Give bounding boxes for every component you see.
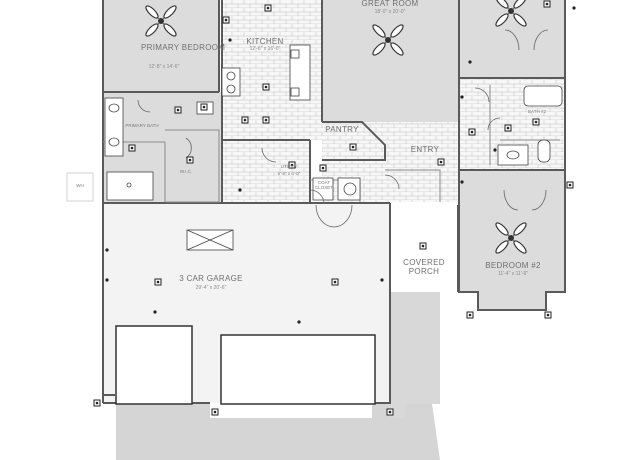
entry-label: ENTRY bbox=[410, 145, 440, 154]
garage-size: 29'-4" x 20'-6" bbox=[195, 285, 227, 291]
utility-floor bbox=[222, 140, 310, 202]
great-room-size: 18'-0" x 20'-0" bbox=[374, 9, 406, 15]
bathtub bbox=[523, 85, 563, 107]
bedroom2-label: BEDROOM #2 bbox=[485, 261, 541, 270]
toilet bbox=[537, 139, 551, 163]
primary-bath-label: PRIMARY BATH bbox=[125, 123, 159, 128]
kitchen-size: 12'-6" x 16'-0" bbox=[249, 46, 281, 52]
great-room-floor bbox=[322, 0, 459, 122]
great-room-label: GREAT ROOM bbox=[361, 0, 419, 8]
primary-bedroom-floor bbox=[103, 0, 219, 92]
side-box bbox=[66, 172, 94, 202]
coat-closet-label: COAT CLOSET bbox=[314, 180, 333, 190]
bath2-label: BATH #2 bbox=[528, 109, 546, 114]
wic-label: W.I.C. bbox=[179, 169, 193, 174]
range bbox=[289, 44, 311, 101]
washer-dryer bbox=[312, 177, 334, 201]
utility-label: UTILITY bbox=[280, 164, 298, 169]
garage-doors bbox=[115, 325, 376, 405]
primary-bedroom-size: 12'-8" x 14'-6" bbox=[148, 64, 180, 70]
doors bbox=[137, 29, 549, 228]
kitchen-sink bbox=[221, 67, 241, 97]
bedroom2-floor bbox=[459, 170, 565, 292]
primary-bedroom-label: PRIMARY BEDROOM bbox=[141, 43, 226, 52]
porch-apron bbox=[390, 292, 440, 418]
pantry-label: PANTRY bbox=[325, 125, 359, 134]
covered-porch-label: COVERED PORCH bbox=[403, 258, 445, 277]
utility-size: 6'-8" x 6'-0" bbox=[277, 171, 301, 176]
garage-label: 3 CAR GARAGE bbox=[179, 274, 243, 283]
side-box-label: WH bbox=[76, 183, 84, 188]
fixtures bbox=[66, 44, 563, 251]
bedroom2-bay bbox=[478, 292, 546, 310]
walls bbox=[102, 0, 566, 404]
garage-door-1 bbox=[115, 325, 193, 405]
bedroom2-size: 11'-4" x 11'-6" bbox=[497, 271, 528, 277]
driveway bbox=[116, 404, 440, 460]
garage-door-2 bbox=[220, 334, 376, 405]
kitchen-label: KITCHEN bbox=[246, 37, 284, 46]
